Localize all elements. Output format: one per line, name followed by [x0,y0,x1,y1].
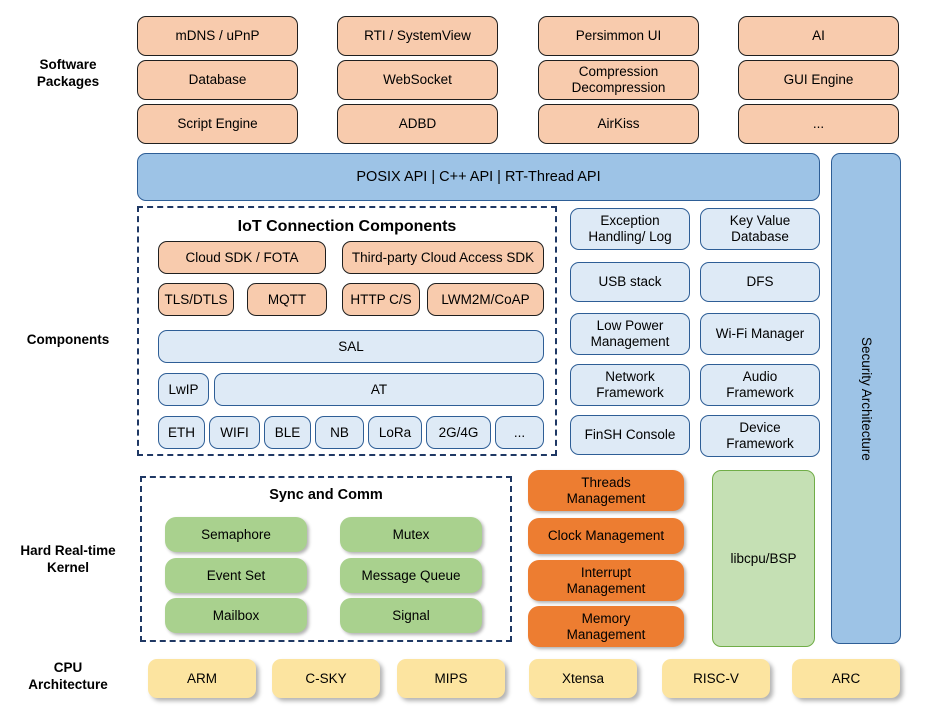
cpu-arch-xtensa[interactable]: Xtensa [529,659,637,698]
kernel-threads-line2: Management [566,490,646,506]
row-label-components: Components [26,331,110,347]
component-kvdb-line1: Key Value [729,213,791,229]
package-compression-line2: Decompression [571,80,666,95]
component-network-framework[interactable]: Network Framework [570,364,690,406]
kernel-memory-line1: Memory [581,610,631,626]
component-kvdb-line2: Database [731,229,789,244]
api-bar[interactable]: POSIX API | C++ API | RT-Thread API [137,153,820,201]
kernel-clock-management[interactable]: Clock Management [528,518,684,554]
package-persimmon-ui[interactable]: Persimmon UI [538,16,699,56]
cpu-arch-arm[interactable]: ARM [148,659,256,698]
row-label-software-packages: Software Packages [6,52,130,96]
iot-link-eth[interactable]: ETH [158,416,205,449]
package-compression-line1: Compression [578,64,659,80]
iot-link-more[interactable]: ... [495,416,544,449]
iot-lwm2m-coap[interactable]: LWM2M/CoAP [427,283,544,316]
row-label-cpu-architecture: CPU Architecture [6,655,130,699]
iot-mqtt[interactable]: MQTT [247,283,327,316]
kernel-interrupt-management[interactable]: Interrupt Management [528,560,684,601]
security-architecture-label: Security Architecture [858,336,874,461]
package-ai[interactable]: AI [738,16,899,56]
package-database[interactable]: Database [137,60,298,100]
component-netfw-line1: Network [605,369,655,385]
libcpu-bsp-block[interactable]: libcpu/BSP [712,470,815,647]
cpu-arch-risc-v[interactable]: RISC-V [662,659,770,698]
package-more[interactable]: ... [738,104,899,144]
iot-sal[interactable]: SAL [158,330,544,363]
package-gui-engine[interactable]: GUI Engine [738,60,899,100]
package-websocket[interactable]: WebSocket [337,60,498,100]
component-exception-line2: Handling/ Log [588,229,672,244]
row-label-software-packages-line1: Software [39,57,97,73]
security-architecture-block[interactable]: Security Architecture [831,153,901,644]
component-finsh-console[interactable]: FinSH Console [570,415,690,455]
component-devfw-line2: Framework [726,436,794,451]
kernel-memory-line2: Management [566,626,646,642]
iot-link-ble[interactable]: BLE [264,416,311,449]
component-audio-framework[interactable]: Audio Framework [700,364,820,406]
component-exception-handling-log[interactable]: Exception Handling/ Log [570,208,690,250]
row-label-cpu-line2: Architecture [28,677,108,692]
component-audiofw-line1: Audio [742,369,778,385]
row-label-kernel: Hard Real-time Kernel [6,538,130,582]
kernel-message-queue[interactable]: Message Queue [340,558,482,593]
component-device-framework[interactable]: Device Framework [700,415,820,457]
iot-tls-dtls[interactable]: TLS/DTLS [158,283,234,316]
component-wifi-manager[interactable]: Wi-Fi Manager [700,313,820,355]
kernel-interrupt-line1: Interrupt [580,564,632,580]
sync-and-comm-title: Sync and Comm [269,487,383,503]
kernel-mutex[interactable]: Mutex [340,517,482,552]
package-compression-decompression[interactable]: Compression Decompression [538,60,699,100]
kernel-memory-management[interactable]: Memory Management [528,606,684,647]
component-low-power-management[interactable]: Low Power Management [570,313,690,355]
package-script-engine[interactable]: Script Engine [137,104,298,144]
kernel-threads-management[interactable]: Threads Management [528,470,684,511]
cpu-arch-c-sky[interactable]: C-SKY [272,659,380,698]
row-label-kernel-line1: Hard Real-time [20,543,116,559]
iot-connection-components-group: IoT Connection Components [137,206,557,456]
iot-link-2g4g[interactable]: 2G/4G [426,416,491,449]
package-adbd[interactable]: ADBD [337,104,498,144]
component-audiofw-line2: Framework [726,385,794,400]
iot-cloud-sdk-fota[interactable]: Cloud SDK / FOTA [158,241,326,274]
component-exception-line1: Exception [600,213,660,229]
package-airkiss[interactable]: AirKiss [538,104,699,144]
cpu-arch-arc[interactable]: ARC [792,659,900,698]
component-netfw-line2: Framework [596,385,664,400]
kernel-mailbox[interactable]: Mailbox [165,598,307,633]
component-lpm-line1: Low Power [596,318,664,334]
iot-link-lora[interactable]: LoRa [368,416,422,449]
sync-and-comm-group: Sync and Comm [140,476,512,642]
iot-lwip[interactable]: LwIP [158,373,209,406]
component-usb-stack[interactable]: USB stack [570,262,690,302]
kernel-signal[interactable]: Signal [340,598,482,633]
iot-at[interactable]: AT [214,373,544,406]
iot-link-wifi[interactable]: WIFI [209,416,260,449]
kernel-event-set[interactable]: Event Set [165,558,307,593]
component-lpm-line2: Management [590,334,670,349]
component-key-value-database[interactable]: Key Value Database [700,208,820,250]
kernel-interrupt-line2: Management [566,580,646,596]
row-label-software-packages-line2: Packages [36,74,100,89]
component-devfw-line1: Device [739,420,781,436]
kernel-semaphore[interactable]: Semaphore [165,517,307,552]
iot-third-party-cloud-access-sdk[interactable]: Third-party Cloud Access SDK [342,241,544,274]
iot-http-cs[interactable]: HTTP C/S [342,283,420,316]
package-rti-systemview[interactable]: RTI / SystemView [337,16,498,56]
iot-connection-components-title: IoT Connection Components [237,218,457,235]
package-mdns-upnp[interactable]: mDNS / uPnP [137,16,298,56]
kernel-threads-line1: Threads [581,474,631,490]
row-label-kernel-line2: Kernel [46,560,90,575]
iot-link-nb[interactable]: NB [315,416,364,449]
row-label-cpu-line1: CPU [53,660,83,676]
cpu-arch-mips[interactable]: MIPS [397,659,505,698]
component-dfs[interactable]: DFS [700,262,820,302]
